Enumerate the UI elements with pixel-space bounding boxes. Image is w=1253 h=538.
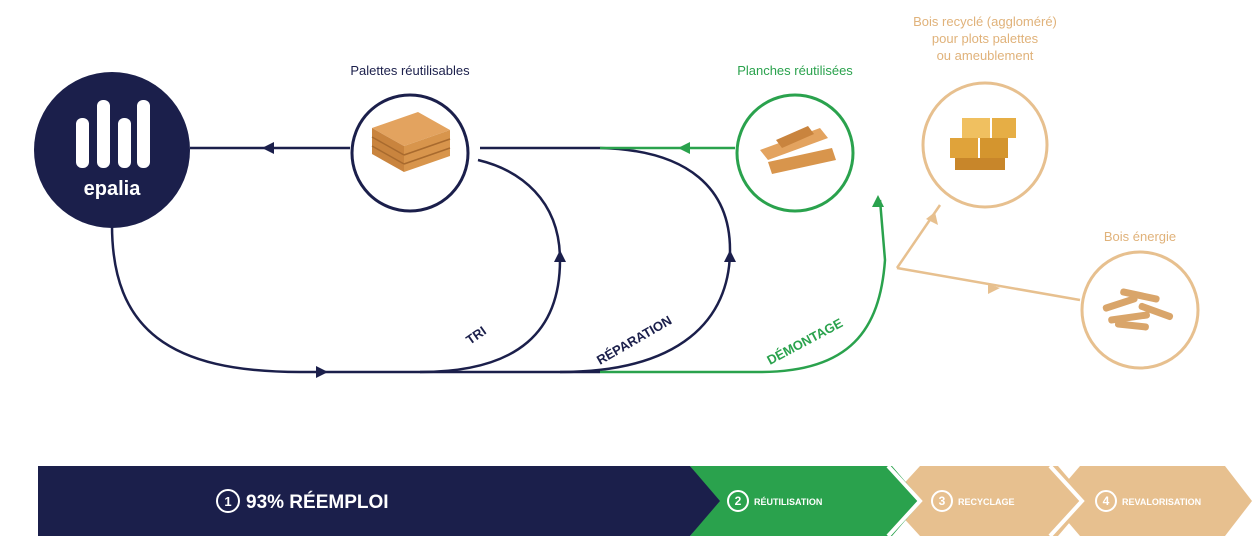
planches-circle (735, 93, 855, 213)
bois-recycle-label: Bois recyclé (aggloméré) pour plots pale… (870, 13, 1100, 64)
step4-number: 4 (1103, 494, 1110, 508)
arrow-head-recycle (926, 212, 938, 225)
step1-segment (38, 466, 720, 536)
process-bar (1, 464, 1252, 538)
demontage-label: DÉMONTAGE (764, 315, 845, 368)
step2-number: 2 (735, 494, 742, 508)
reparation-label: RÉPARATION (594, 313, 674, 368)
epalia-logo-icon (76, 100, 150, 168)
arrow-up-head-green (872, 195, 884, 207)
step4-number-circle (1095, 490, 1117, 512)
logo-circle (34, 72, 190, 228)
step3-number: 3 (939, 494, 946, 508)
wood-pellets-icon (1102, 288, 1174, 331)
step2-number-circle (727, 490, 749, 512)
step1-number: 1 (224, 494, 231, 509)
step1-number-circle (216, 489, 240, 513)
bois-recycle-label-line2: pour plots palettes (931, 31, 1039, 46)
step1-label: 93% RÉEMPLOI (246, 491, 389, 513)
bois-recycle-label-line1: Bois recyclé (aggloméré) (913, 14, 1057, 29)
step2-segment (690, 466, 922, 536)
wood-blocks-icon (950, 118, 1016, 170)
step3-number-circle (931, 490, 953, 512)
arrow-left-head (262, 142, 274, 154)
bois-energie-label: Bois énergie (1103, 229, 1177, 244)
palettes-label: Palettes réutilisables (350, 63, 470, 78)
arrow-up-head-tri (554, 250, 566, 262)
arrow-up-head-reparation (724, 250, 736, 262)
green-flow-lines (600, 146, 887, 374)
bois-recycle-label-line3: ou ameublement (936, 48, 1034, 63)
arrow-left-head-green (678, 142, 690, 154)
wooden-planks-icon (760, 126, 836, 174)
tri-label: TRI (463, 323, 489, 347)
planches-label: Planches réutilisées (737, 63, 853, 78)
step4-segment (1050, 466, 1252, 536)
step4-label: REVALORISATION (1122, 497, 1201, 507)
logo-text: epalia (83, 178, 141, 200)
step3-segment (888, 466, 1088, 536)
step3-label: RECYCLAGE (958, 497, 1015, 507)
pallet-stack-icon (371, 112, 451, 172)
step2-label: RÉUTILISATION (754, 497, 822, 507)
bois-energie-circle (1080, 250, 1200, 370)
arrow-right-head (316, 366, 328, 378)
arrow-head-energie (988, 284, 1000, 294)
